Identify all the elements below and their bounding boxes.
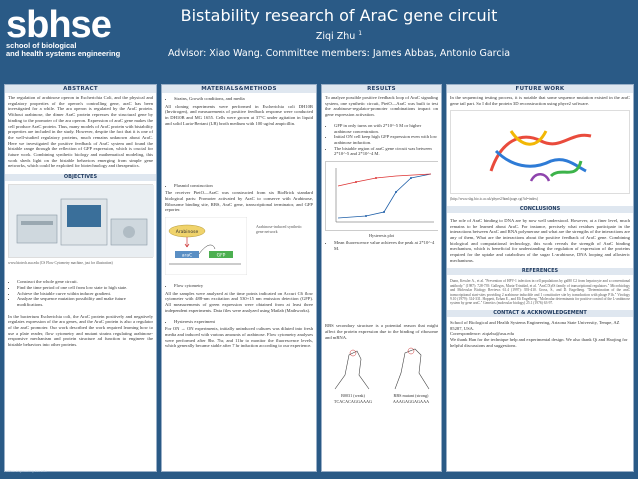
protein-structure-svg (489, 130, 592, 183)
methods-bullet-1-list: Strains, Growth conditions, and media (162, 96, 316, 102)
methods-plasmid-text: The receiver PtetO—AraC was constructed … (165, 190, 313, 213)
future-text: In the sequencing testing process, it is… (450, 95, 630, 106)
gene-network-diagram: Arabinose araC GFP Arabinose-induced syn… (164, 216, 313, 277)
contact-text-3: We thank Han for the technique help and … (450, 336, 628, 348)
methods-flow-text: All the samples were analyzed at the tim… (165, 290, 313, 313)
methods-bullet-strains: Strains, Growth conditions, and media (174, 96, 313, 102)
gene-network-svg: Arabinose araC GFP (164, 216, 248, 276)
protein-3d-image (450, 110, 630, 195)
methods-bullet-4-list: Hysteresis experiment (162, 319, 316, 325)
abstract-text: The regulation of arabinose operon in Es… (8, 95, 153, 169)
logo-wordmark: sbhse (6, 4, 112, 46)
author-line: Ziqi Zhu 1 (0, 30, 638, 42)
methods-spacer (162, 129, 316, 183)
methods-strains-text: All cloning experiments were performed i… (165, 103, 313, 126)
methods-bullet-plasmid: Plasmid construction (174, 183, 313, 189)
hysteresis-plot-svg (326, 162, 439, 231)
poster-header: sbhse school of biological and health sy… (0, 0, 638, 80)
contact-text-2: Correspondence: ziqizhu@asu.edu (450, 331, 514, 337)
hysteresis-graph (325, 161, 439, 232)
hysteresis-plot-title: Hysteresis plot (368, 233, 394, 239)
results-spacer (322, 251, 441, 321)
objectives-image-caption: www.biotech.asu.edu (CS Flow Cytometry m… (8, 261, 113, 266)
objective-item: Achieve the bistable curve within induce… (17, 291, 153, 297)
gene-network-caption: Arabinose-induced synthetic gene network (256, 224, 302, 235)
author-sup: 1 (358, 30, 363, 37)
methods-bullet-hysteresis: Hysteresis experiment (174, 319, 313, 325)
rbs-weak-seq: TCACACAGGAAAG (333, 398, 373, 404)
objectives-intro: In the bacterium Escherichia coli, the A… (8, 313, 153, 348)
author-name: Ziqi Zhu (315, 31, 356, 43)
results-heading: RESULTS (322, 85, 441, 93)
conclusions-heading: CONCLUSIONS (447, 205, 633, 213)
future-caption: (http://www.sbg.bio.ic.ac.uk/phyre2/html… (450, 197, 539, 202)
poster-title: Bistability research of AraC gene circui… (180, 6, 498, 25)
flow-cytometer-illustration (9, 185, 154, 258)
results-intro: To analyze possible positive feedback lo… (325, 95, 438, 118)
objectives-heading: OBJECTIVES (5, 174, 156, 182)
objectives-list: Construct the whole gene circuit. Find t… (5, 279, 156, 308)
methods-bullet-flow: Flow cytometry (174, 283, 313, 289)
result-item: The bistable region of araC gene circuit… (334, 146, 438, 157)
column-abstract: ABSTRACT The regulation of arabinose ope… (4, 84, 157, 472)
advisor-line: Advisor: Xiao Wang. Committee members: J… (167, 48, 511, 59)
rbs-weak-label: B0031 (weak) (341, 392, 365, 398)
rbs-structure-figure: B0031 (weak) TCACACAGGAAAG RBS mutant (s… (325, 344, 438, 411)
logo-line-1: school of biological (6, 41, 77, 50)
rbs-structure-svg (325, 344, 438, 393)
future-heading: FUTURE WORK (447, 85, 633, 93)
references-text: Dunn, Kessler A., et al. "Prevention of … (450, 279, 630, 306)
results-list: GFP in only turns on with 2*10^-5 M or h… (322, 123, 441, 157)
abstract-heading: ABSTRACT (5, 85, 156, 93)
objective-item: Find the time period of one cell from lo… (17, 285, 153, 291)
arac-gene-label: araC (182, 253, 193, 259)
arac-gene-block (175, 251, 199, 259)
methods-heading: MATERIALS&METHODS (162, 85, 316, 93)
logo-line-2: and health systems engineering (6, 49, 121, 58)
result-item: Initial ON cell keep high GFP expression… (334, 134, 438, 145)
rbs-text: RBS secondary structure is a potential r… (325, 323, 438, 340)
rbs-strong-label: RBS mutant (strong) (393, 392, 429, 398)
objective-item: Analyze the sequence mutation possibilit… (17, 296, 153, 307)
methods-hysteresis-text: For ON → ON experiments, initially unind… (165, 326, 313, 349)
gfp-gene-block (209, 251, 233, 259)
column-results: RESULTS To analyze possible positive fee… (321, 84, 442, 472)
sbhse-logo: sbhse school of biological and health sy… (6, 4, 124, 64)
gfp-gene-label: GFP (217, 253, 226, 259)
arabinose-node-label: Arabinose (176, 229, 199, 235)
column-methods: MATERIALS&METHODS Strains, Growth condit… (161, 84, 317, 472)
contact-heading: CONTACT & ACKNOWLEDGEMENT (447, 309, 633, 317)
column-future: FUTURE WORK In the sequencing testing pr… (446, 84, 634, 472)
rbs-strong-seq: AAAGAGGAGAAA (392, 398, 430, 404)
footer-note: sbhse.engineering.asu.edu (6, 469, 47, 473)
references-heading: REFERENCES (447, 268, 633, 276)
objective-item: Construct the whole gene circuit. (17, 279, 153, 285)
result-mean-item: Mean fluorescence value achieves the pea… (334, 240, 438, 251)
flow-cytometry-image (8, 184, 154, 259)
conclusions-text: The role of AraC binding to DNA are by n… (450, 217, 630, 263)
result-item: GFP in only turns on with 2*10^-5 M or h… (334, 123, 438, 134)
methods-bullet-2-list: Plasmid construction (162, 183, 316, 189)
methods-bullet-3-list: Flow cytometry (162, 283, 316, 289)
results-mean-list: Mean fluorescence value achieves the pea… (322, 240, 441, 251)
contact-text-1: School of Biological and Health Systems … (450, 319, 620, 331)
